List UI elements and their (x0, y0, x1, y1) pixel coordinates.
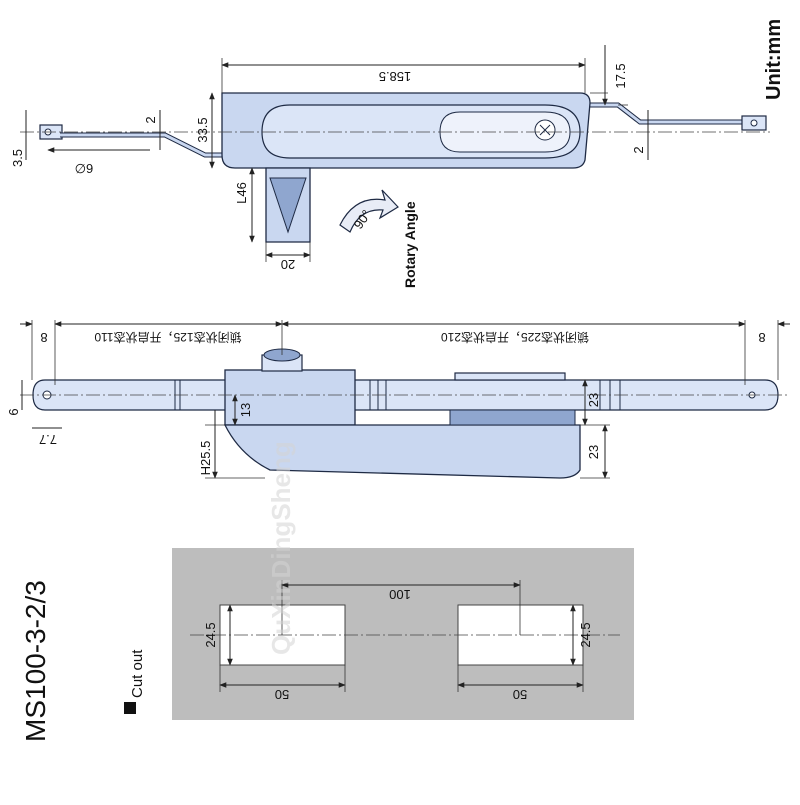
dim-end-right: 8 (758, 330, 765, 345)
dim-rod-dia: 6 (6, 408, 21, 415)
dim-housing-height: 13 (238, 403, 253, 417)
side-view: 8 8 锁闭状态125，开启状态110 锁闭状态225，开启状态210 6 7.… (6, 320, 790, 479)
dim-spacing: 100 (389, 587, 411, 602)
dim-depth: H25.5 (198, 441, 213, 476)
dim-width: 33.5 (195, 117, 210, 142)
dim-height-right: 17.5 (613, 63, 628, 88)
dim-left-span: 锁闭状态125，开启状态110 (94, 330, 241, 345)
top-view: 158.5 17.5 2 2 33.5 3.5 6∅ L46 20 90° Ro… (10, 45, 770, 288)
dim-end-left: 8 (40, 330, 47, 345)
dim-rod-thickness: 3.5 (10, 149, 25, 167)
dim-side-hole: 7.7 (39, 432, 57, 447)
dim-left-width: 50 (275, 687, 289, 702)
cutout-panel: 100 24.5 24.5 50 50 (172, 548, 634, 720)
dim-cam-length: L46 (234, 182, 249, 204)
dim-left-height: 24.5 (203, 622, 218, 647)
dim-length: 158.5 (379, 69, 412, 84)
watermark: QuXinDingSheng (266, 441, 296, 655)
dim-cam-width: 20 (281, 257, 295, 272)
dim-right-width: 50 (513, 687, 527, 702)
dim-offset-right: 2 (631, 146, 646, 153)
cutout-label: Cut out (129, 649, 146, 698)
dim-right-span: 锁闭状态225，开启状态210 (441, 330, 589, 345)
model-label: MS100-3-2/3 (20, 580, 51, 742)
rotary-angle-label: Rotary Angle (402, 201, 418, 288)
dim-offset-left: 2 (143, 116, 158, 123)
unit-label: Unit:mm (763, 19, 785, 100)
dim-cam-height: 23 (586, 445, 601, 459)
cutout-bullet-icon (124, 702, 136, 714)
dim-hole: 6∅ (75, 161, 94, 176)
rotary-arrow-icon (339, 189, 399, 233)
dim-rod-height: 23 (586, 393, 601, 407)
dim-right-height: 24.5 (578, 622, 593, 647)
